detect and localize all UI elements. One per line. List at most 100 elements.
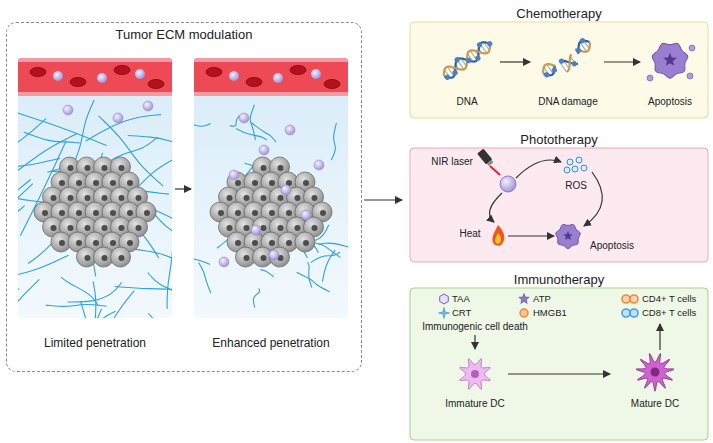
atp-icon <box>519 294 529 304</box>
nanoparticle <box>500 176 516 192</box>
process-arrow <box>604 61 640 62</box>
illustration-part <box>270 247 290 267</box>
nanoparticle <box>259 145 269 155</box>
cell-nucleus <box>663 53 677 66</box>
t-cell-icon <box>622 309 630 317</box>
illustration-part <box>110 240 116 246</box>
annotation-label: NIR laser <box>431 156 473 168</box>
illustration-part <box>68 195 74 201</box>
illustration-part <box>261 195 267 201</box>
illustration-part <box>85 255 91 261</box>
illustration-part <box>441 39 494 81</box>
annotation-label: Apoptosis <box>590 240 634 252</box>
nanoparticle <box>311 69 321 79</box>
ros-icon <box>581 165 587 171</box>
annotation-label: Heat <box>459 228 480 240</box>
immuno-panel <box>410 288 708 440</box>
illustration-part <box>51 225 57 231</box>
illustration-part <box>167 220 172 309</box>
nanoparticle <box>273 73 283 83</box>
dc-nucleus <box>651 368 660 377</box>
crt-icon <box>439 308 450 319</box>
illustration-part <box>194 58 348 318</box>
laser-beam <box>490 166 500 175</box>
nanoparticle <box>314 160 324 170</box>
illustration-part <box>286 210 292 216</box>
illustration-part <box>444 74 451 81</box>
illustration-part <box>551 67 558 74</box>
illustration-part <box>18 158 60 167</box>
apoptotic-body <box>647 75 653 81</box>
illustration-part <box>235 180 241 186</box>
illustration-part <box>76 180 82 186</box>
illustration-part <box>119 195 125 201</box>
illustration-part <box>194 58 348 318</box>
illustration-part <box>110 210 116 216</box>
process-arrow <box>659 324 660 350</box>
hmgb1-icon <box>520 309 528 317</box>
illustration-part <box>312 195 318 201</box>
illustration-part <box>474 55 481 62</box>
illustration-part <box>42 210 48 216</box>
illustration-part <box>252 210 258 216</box>
illustration-part <box>295 225 301 231</box>
illustration-part <box>244 255 250 261</box>
red-blood-cell <box>206 68 222 77</box>
tissue-panel-box: Limited penetration <box>16 56 174 354</box>
illustration-part <box>331 123 336 160</box>
connector-arrow <box>175 188 191 189</box>
illustration-part <box>260 270 273 278</box>
illustration-part <box>18 58 172 318</box>
illustration-part <box>115 286 172 298</box>
red-blood-cell <box>70 78 86 87</box>
illustration-part <box>278 225 284 231</box>
nanoparticle <box>269 250 279 260</box>
illustration-part <box>451 69 458 76</box>
legend-label: ATP <box>533 293 551 305</box>
node-heading: Phototherapy <box>520 131 597 148</box>
red-blood-cell <box>290 66 306 75</box>
illustration-part <box>261 165 267 171</box>
illustration-part <box>68 165 74 171</box>
ecm-fibers <box>18 100 172 318</box>
damaged-dna <box>539 36 597 84</box>
illustration-part <box>308 262 312 287</box>
process-arrow <box>516 160 561 178</box>
illustration-part <box>59 210 65 216</box>
illustration-part <box>487 160 494 166</box>
illustration-part <box>127 210 133 216</box>
illustration-part <box>236 129 267 140</box>
illustration-part <box>543 71 550 78</box>
annotation-label: Immature DC <box>445 398 504 410</box>
illustration-part <box>194 58 348 62</box>
illustration-part <box>227 195 233 201</box>
illustration-part <box>85 195 91 201</box>
ros-icon <box>576 157 582 163</box>
nanoparticle <box>229 71 239 81</box>
illustration-part <box>199 263 211 293</box>
node-heading: Enhanced penetration <box>212 335 329 351</box>
illustration-part <box>194 255 210 264</box>
illustration-part <box>244 225 250 231</box>
illustration-part <box>93 240 99 246</box>
ros-icon <box>572 166 578 172</box>
illustration-part <box>218 210 224 216</box>
annotation-label: DNA damage <box>538 96 597 108</box>
laser-icon <box>477 149 494 167</box>
illustration-part <box>102 195 108 201</box>
illustration-part <box>194 124 211 130</box>
illustration-part <box>269 240 275 246</box>
illustration-part <box>194 92 348 96</box>
illustration-part <box>297 272 330 292</box>
process-arrow <box>490 193 503 222</box>
blood-vessel <box>18 58 172 96</box>
apoptotic-body <box>687 73 693 79</box>
illustration-part <box>295 195 301 201</box>
illustration-part <box>102 255 108 261</box>
illustration-part <box>76 210 82 216</box>
modulation-group: Tumor ECM modulationLimited penetrationE… <box>6 22 362 372</box>
legend-label: CD8+ T cells <box>642 307 696 319</box>
annotation-label: Apoptosis <box>648 96 692 108</box>
